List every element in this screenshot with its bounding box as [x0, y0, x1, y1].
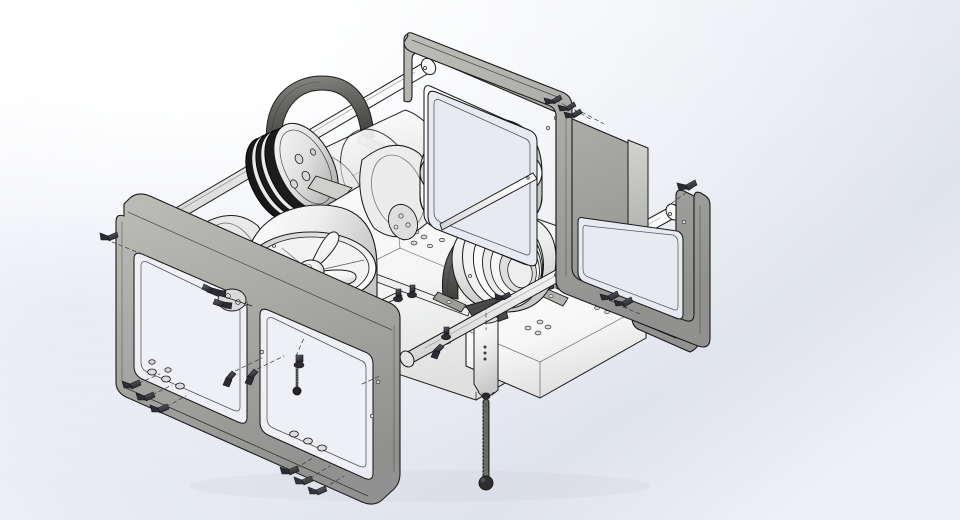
side-frame-right-window	[427, 90, 538, 267]
screw	[99, 231, 119, 242]
screw	[244, 368, 259, 386]
screw	[557, 101, 577, 112]
tether-cable	[478, 398, 494, 491]
screw	[279, 465, 300, 476]
side-frame-right-window-2	[577, 216, 684, 320]
side-frame-right-body	[403, 32, 711, 348]
screw	[494, 291, 512, 301]
screw	[407, 284, 417, 299]
screw	[201, 283, 220, 297]
screw	[563, 108, 583, 119]
thruster-stbd-clamp	[388, 203, 418, 241]
end-cap-oring	[245, 122, 339, 224]
screw	[121, 379, 142, 390]
screw	[222, 370, 237, 388]
screw	[543, 94, 563, 105]
side-frame-left-window-2	[259, 308, 374, 480]
screw	[212, 298, 233, 310]
screw	[393, 288, 403, 303]
screw	[599, 290, 620, 302]
fasteners	[99, 94, 698, 496]
side-frame-left-holes	[147, 297, 381, 452]
screw	[430, 343, 445, 360]
screw	[307, 485, 328, 496]
screw	[676, 179, 698, 191]
screw	[441, 326, 451, 341]
screw	[613, 296, 634, 308]
screw	[293, 475, 314, 486]
screw	[149, 403, 170, 414]
screw	[292, 354, 305, 396]
screw	[135, 391, 156, 402]
